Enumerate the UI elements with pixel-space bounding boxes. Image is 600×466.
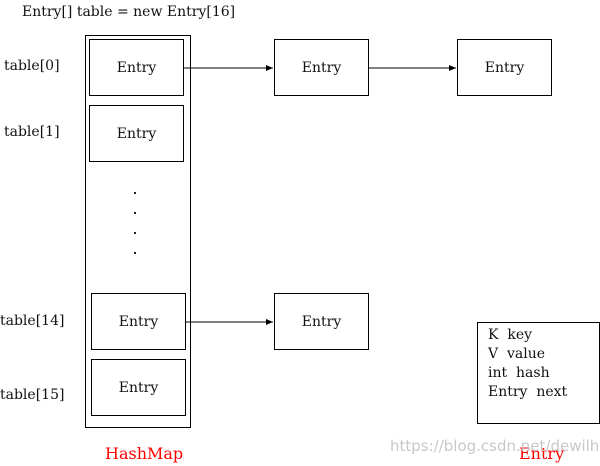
ellipsis-dot — [134, 232, 136, 234]
bucket-entry-14: Entry — [91, 293, 186, 350]
row-label-table-0: table[0] — [4, 58, 60, 74]
bucket-entry-15: Entry — [91, 359, 186, 416]
ellipsis-dot — [134, 252, 136, 254]
legend-field-key: K key — [488, 327, 533, 343]
bucket-entry-1: Entry — [89, 105, 184, 162]
entry-fields-legend: K key V value int hash Entry next — [477, 322, 600, 424]
hashmap-caption: HashMap — [105, 444, 184, 463]
watermark-text: https://blog.csdn.net/dewilhai — [390, 437, 600, 455]
array-declaration: Entry[] table = new Entry[16] — [22, 4, 236, 20]
entry-caption: Entry — [519, 444, 565, 463]
chain-entry-14-a: Entry — [274, 293, 369, 350]
row-label-table-1: table[1] — [4, 124, 60, 140]
chain-entry-0-a: Entry — [274, 39, 369, 96]
legend-field-hash: int hash — [488, 365, 550, 381]
bucket-entry-0: Entry — [89, 39, 184, 96]
ellipsis-dot — [134, 192, 136, 194]
legend-field-value: V value — [488, 346, 546, 362]
row-label-table-15: table[15] — [0, 387, 65, 403]
hashmap-container — [85, 35, 191, 428]
chain-entry-0-b: Entry — [457, 39, 552, 96]
ellipsis-dot — [134, 212, 136, 214]
row-label-table-14: table[14] — [0, 313, 65, 329]
legend-field-next: Entry next — [488, 384, 568, 400]
